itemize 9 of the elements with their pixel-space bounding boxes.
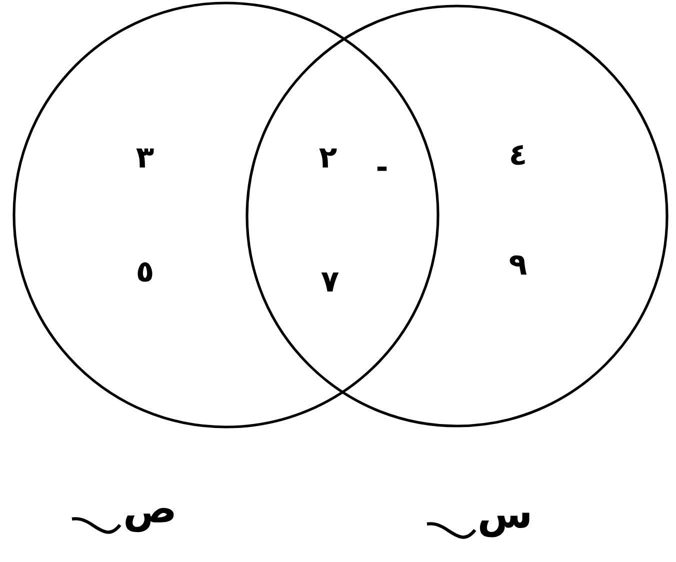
element-number: ٩ [510, 255, 527, 275]
element-number: ٤ [511, 145, 525, 165]
element-number: ٧ [321, 272, 339, 292]
element-number: ٥ [138, 262, 152, 282]
element-number: - [377, 166, 387, 171]
element-number: ٣ [136, 148, 154, 168]
set-name: ص [126, 508, 174, 532]
element-number: ٢ [319, 148, 337, 168]
set-name: س [480, 512, 530, 538]
